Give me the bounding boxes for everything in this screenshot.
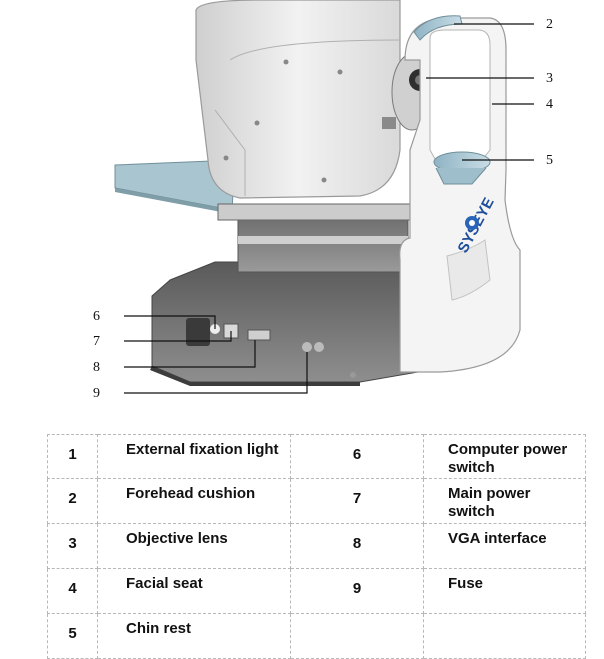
part-number: 7 [290,478,424,524]
part-number: 2 [47,478,98,524]
vga-port-icon [247,329,271,341]
part-number: 8 [290,523,424,569]
part-number: 1 [47,434,98,479]
part-name [423,613,586,659]
callout-5: 5 [546,153,553,168]
part-name: Objective lens [97,523,291,569]
chin-rest [433,151,491,185]
part-number: 6 [290,434,424,479]
part-number [290,613,424,659]
table-row: 2 Forehead cushion 7 Main power switch [47,478,586,524]
table-row: 4 Facial seat 9 Fuse [47,568,586,614]
callout-7: 7 [93,334,100,349]
callout-2: 2 [546,17,553,32]
callout-9: 9 [93,386,100,401]
part-name: Main power switch [423,478,586,524]
facial-seat: SYSEYE [399,17,521,373]
part-name: Computer power switch [423,434,586,479]
callout-6: 6 [93,309,100,324]
part-name: VGA interface [423,523,586,569]
callout-8: 8 [93,360,100,375]
device-head [195,0,401,199]
table-row: 5 Chin rest [47,613,586,659]
part-name: Forehead cushion [97,478,291,524]
part-name: Facial seat [97,568,291,614]
device-column [217,203,419,273]
fuse-icon [302,342,312,352]
part-number: 4 [47,568,98,614]
table-row: 3 Objective lens 8 VGA interface [47,523,586,569]
table-row: 1 External fixation light 6 Computer pow… [47,434,586,479]
part-name: Chin rest [97,613,291,659]
callout-3: 3 [546,71,553,86]
device-illustration: SYSEYE 2 3 4 5 6 7 8 9 [93,0,553,401]
callout-lines [124,23,534,394]
part-number: 5 [47,613,98,659]
part-number: 3 [47,523,98,569]
parts-table: 1 External fixation light 6 Computer pow… [47,434,586,659]
part-name: External fixation light [97,434,291,479]
part-name: Fuse [423,568,586,614]
power-knob [186,318,210,346]
callout-4: 4 [546,97,553,112]
part-number: 9 [290,568,424,614]
